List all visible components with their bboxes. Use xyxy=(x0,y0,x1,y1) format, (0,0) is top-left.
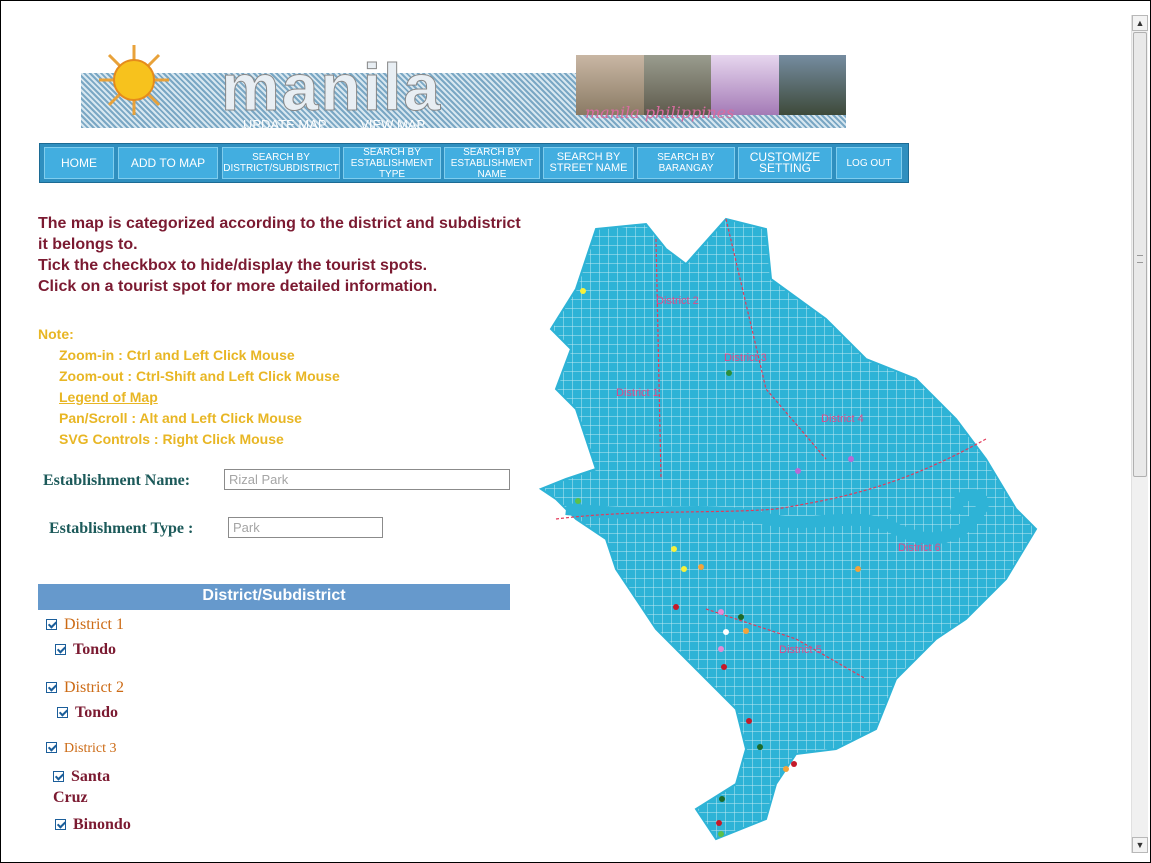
district-boundaries xyxy=(555,218,987,680)
main-nav: HOME ADD TO MAP SEARCH BY DISTRICT/SUBDI… xyxy=(39,143,909,183)
map-landmass xyxy=(538,217,1038,841)
district-2-row[interactable]: District 2 xyxy=(46,679,124,697)
santa-cruz-label: Santa Cruz xyxy=(53,768,111,806)
view-map-link[interactable]: VIEW MAP xyxy=(360,117,426,132)
district-1-label: District 1 xyxy=(64,616,124,633)
district-list-header: District/Subdistrict xyxy=(38,584,510,610)
santa-cruz-checkbox[interactable] xyxy=(53,771,64,782)
label-district-5: District 5 xyxy=(779,644,822,656)
establishment-type-label: Establishment Type : xyxy=(49,520,194,537)
label-district-2: District 2 xyxy=(656,295,699,307)
photo-fountain xyxy=(711,55,779,115)
note-zoom-out: Zoom-out : Ctrl-Shift and Left Click Mou… xyxy=(59,368,340,384)
tondo-1-row[interactable]: Tondo xyxy=(55,641,116,659)
nav-home[interactable]: HOME xyxy=(44,147,114,179)
photo-church xyxy=(643,55,711,115)
scroll-down-icon[interactable]: ▼ xyxy=(1132,837,1148,853)
label-district-3: District 3 xyxy=(724,352,767,364)
sun-logo-icon xyxy=(99,45,169,115)
label-district-1: District 1 xyxy=(616,387,659,399)
intro-line-3: Click on a tourist spot for more detaile… xyxy=(38,278,438,295)
establishment-type-input[interactable] xyxy=(228,517,383,538)
grip-icon xyxy=(1137,255,1143,263)
tondo-2-row[interactable]: Tondo xyxy=(57,704,118,722)
binondo-label: Binondo xyxy=(73,816,131,833)
label-district-6: District 6 xyxy=(898,542,941,554)
intro-line-2: Tick the checkbox to hide/display the to… xyxy=(38,257,428,274)
tondo-2-label: Tondo xyxy=(75,704,118,721)
nav-search-name[interactable]: SEARCH BY ESTABLISHMENT NAME xyxy=(444,147,540,180)
nav-search-barangay[interactable]: SEARCH BY BARANGAY xyxy=(637,147,735,179)
binondo-checkbox[interactable] xyxy=(55,819,66,830)
nav-customize[interactable]: CUSTOMIZE SETTING xyxy=(738,147,832,179)
establishment-name-input[interactable] xyxy=(224,469,510,490)
legend-of-map-link[interactable]: Legend of Map xyxy=(59,389,158,405)
district-3-checkbox[interactable] xyxy=(46,742,57,753)
scroll-up-icon[interactable]: ▲ xyxy=(1132,15,1148,31)
site-banner: manila UPDATE MAP VIEW MAP manila philip… xyxy=(81,43,846,138)
photo-caption: manila philippines xyxy=(585,103,735,122)
note-title: Note: xyxy=(38,326,74,342)
intro-text: The map is categorized according to the … xyxy=(38,213,528,297)
note-pan: Pan/Scroll : Alt and Left Click Mouse xyxy=(59,410,302,426)
nav-logout[interactable]: LOG OUT xyxy=(836,147,902,179)
nav-search-district[interactable]: SEARCH BY DISTRICT/SUBDISTRICT xyxy=(222,147,340,179)
note-svg: SVG Controls : Right Click Mouse xyxy=(59,431,284,447)
photo-monument xyxy=(576,55,644,115)
vertical-scrollbar[interactable]: ▲ ▼ xyxy=(1131,15,1148,853)
tourist-spots[interactable] xyxy=(575,288,861,837)
photo-tree xyxy=(778,55,846,115)
district-3-row[interactable]: District 3 xyxy=(46,741,117,757)
district-map[interactable]: District 2 District 3 District 1 Distric… xyxy=(536,209,1041,849)
nav-search-type[interactable]: SEARCH BY ESTABLISHMENT TYPE xyxy=(343,147,441,180)
usage-note: Note: Zoom-in : Ctrl and Left Click Mous… xyxy=(38,324,340,450)
tondo-1-label: Tondo xyxy=(73,641,116,658)
update-map-link[interactable]: UPDATE MAP xyxy=(243,117,327,132)
district-2-checkbox[interactable] xyxy=(46,682,57,693)
santa-cruz-row[interactable]: Santa Cruz xyxy=(53,766,113,808)
banner-links: UPDATE MAP VIEW MAP xyxy=(243,117,455,132)
district-1-checkbox[interactable] xyxy=(46,619,57,630)
district-3-label: District 3 xyxy=(64,741,117,756)
scroll-thumb[interactable] xyxy=(1133,32,1147,477)
nav-add-to-map[interactable]: ADD TO MAP xyxy=(118,147,218,179)
binondo-row[interactable]: Binondo xyxy=(55,816,131,834)
note-zoom-in: Zoom-in : Ctrl and Left Click Mouse xyxy=(59,347,295,363)
intro-line-1: The map is categorized according to the … xyxy=(38,215,521,253)
label-district-4: District 4 xyxy=(821,413,864,425)
nav-search-street[interactable]: SEARCH BY STREET NAME xyxy=(543,147,634,179)
banner-photos xyxy=(576,55,846,115)
tondo-2-checkbox[interactable] xyxy=(57,707,68,718)
site-logo-text: manila xyxy=(220,50,443,125)
establishment-name-label: Establishment Name: xyxy=(43,472,191,489)
district-1-row[interactable]: District 1 xyxy=(46,616,124,634)
district-2-label: District 2 xyxy=(64,679,124,696)
tondo-1-checkbox[interactable] xyxy=(55,644,66,655)
